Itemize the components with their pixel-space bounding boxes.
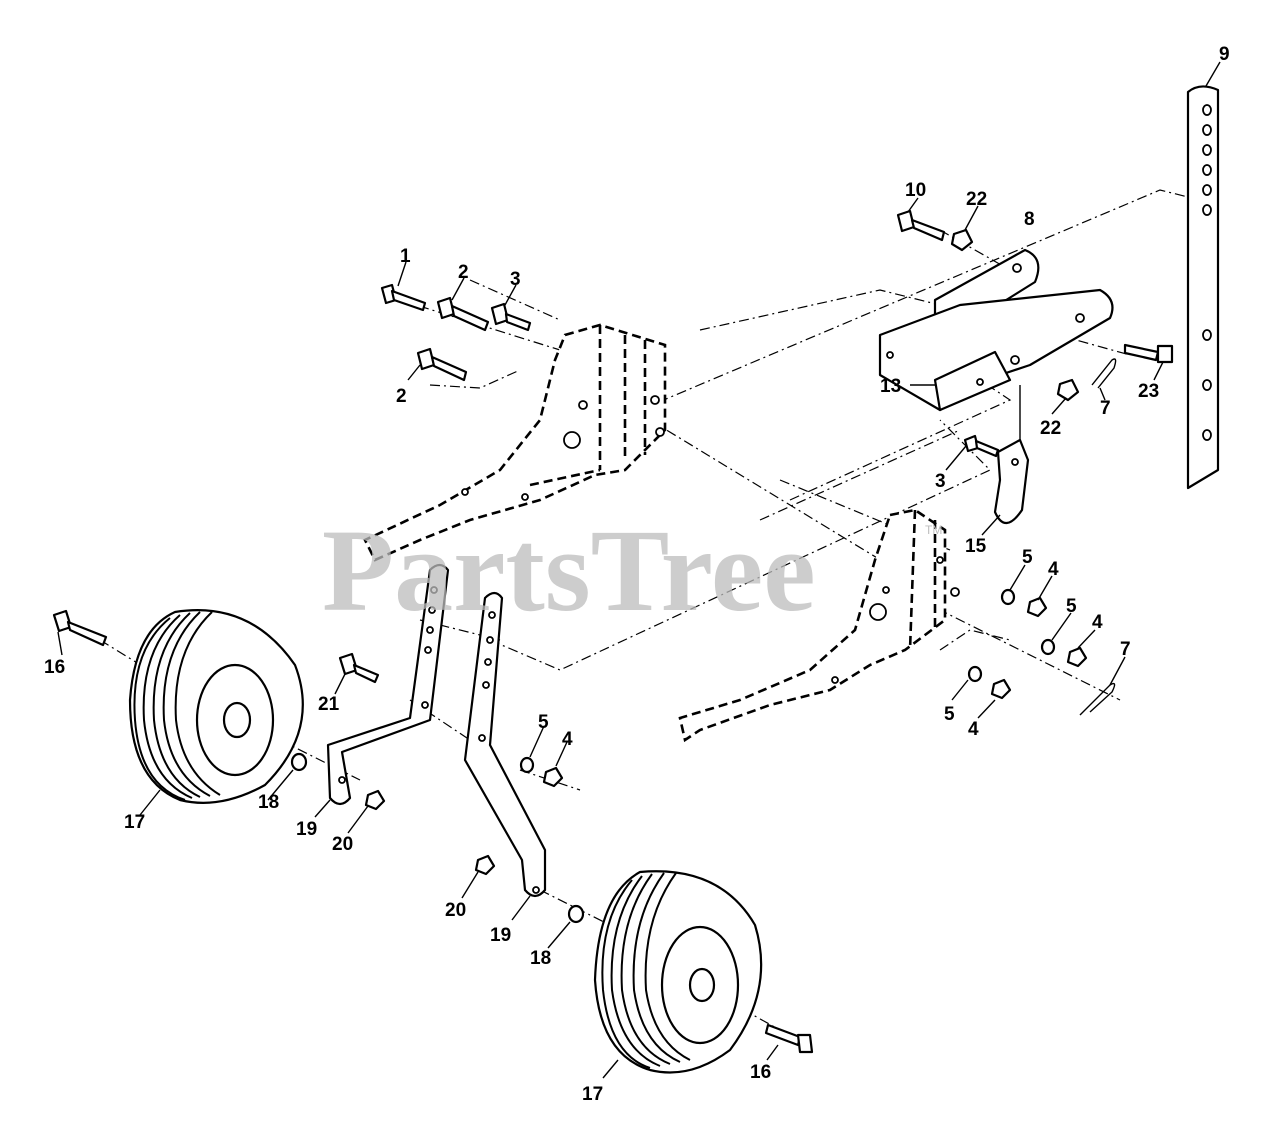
bolt-16-left — [52, 609, 108, 647]
callout-2-lower: 2 — [396, 386, 407, 407]
bolt-16-right — [764, 1023, 814, 1054]
callout-4-d: 4 — [562, 729, 573, 750]
callout-19-right: 19 — [490, 925, 511, 946]
hitch-plate-lower — [878, 288, 1114, 440]
callout-17-left: 17 — [124, 812, 145, 833]
callout-20-right: 20 — [445, 900, 466, 921]
nut-22-lower — [1056, 378, 1080, 402]
bolt-2-lower — [416, 347, 468, 382]
callout-3-upper: 3 — [510, 269, 521, 290]
bolt-10 — [896, 209, 946, 242]
callout-leaders — [57, 61, 1221, 1079]
callout-5-d: 5 — [538, 712, 549, 733]
callout-18-right: 18 — [530, 948, 551, 969]
callout-labels: 1 2 3 2 10 22 8 9 13 23 22 7 3 15 5 4 5 … — [44, 44, 1230, 1105]
callout-22-upper: 22 — [966, 189, 987, 210]
drag-stake — [993, 438, 1030, 525]
callout-20-left: 20 — [332, 834, 353, 855]
bolt-3-upper — [490, 302, 532, 332]
callout-9: 9 — [1219, 44, 1230, 65]
washer-nut-set-left — [290, 752, 585, 924]
hairpin-7-upper — [1091, 358, 1117, 389]
callout-7-upper: 7 — [1100, 398, 1111, 419]
washer-nut-set-right — [967, 588, 1116, 716]
callout-15: 15 — [965, 536, 987, 557]
callout-22-lower: 22 — [1040, 418, 1061, 439]
wheel-bracket-right — [463, 591, 547, 898]
bolt-3-lower — [963, 434, 1000, 458]
callout-13: 13 — [880, 376, 901, 397]
callout-3-lower: 3 — [935, 471, 946, 492]
bolt-2-upper — [436, 296, 490, 332]
wheel-left — [128, 609, 304, 804]
left-frame-bracket — [363, 323, 667, 562]
watermark-text: PartsTree — [322, 505, 816, 636]
wheel-bracket-left — [326, 563, 450, 806]
wheel-right — [593, 870, 763, 1074]
callout-5-c: 5 — [944, 704, 955, 725]
nut-22-upper — [950, 228, 974, 252]
callout-5-b: 5 — [1066, 596, 1077, 617]
watermark-trademark: TM — [925, 523, 942, 537]
callout-23: 23 — [1138, 381, 1159, 402]
callout-21: 21 — [318, 694, 340, 715]
callout-2-upper: 2 — [458, 262, 469, 283]
callout-5-a: 5 — [1022, 547, 1033, 568]
callout-4-b: 4 — [1092, 612, 1103, 633]
right-frame-bracket — [678, 508, 960, 743]
callout-19-left: 19 — [296, 819, 317, 840]
bolt-1 — [380, 283, 427, 312]
callout-16-right: 16 — [750, 1062, 771, 1083]
callout-4-a: 4 — [1048, 559, 1059, 580]
bolt-21 — [338, 652, 380, 684]
callout-4-c: 4 — [968, 719, 979, 740]
callout-17-right: 17 — [582, 1084, 603, 1105]
callout-18-left: 18 — [258, 792, 279, 813]
callout-8: 8 — [1024, 209, 1035, 230]
callout-7-lower: 7 — [1120, 639, 1131, 660]
callout-10: 10 — [905, 180, 926, 201]
callout-16-left: 16 — [44, 657, 65, 678]
callout-1: 1 — [400, 246, 411, 267]
depth-bar — [1186, 85, 1220, 490]
bolt-23 — [1123, 343, 1174, 364]
